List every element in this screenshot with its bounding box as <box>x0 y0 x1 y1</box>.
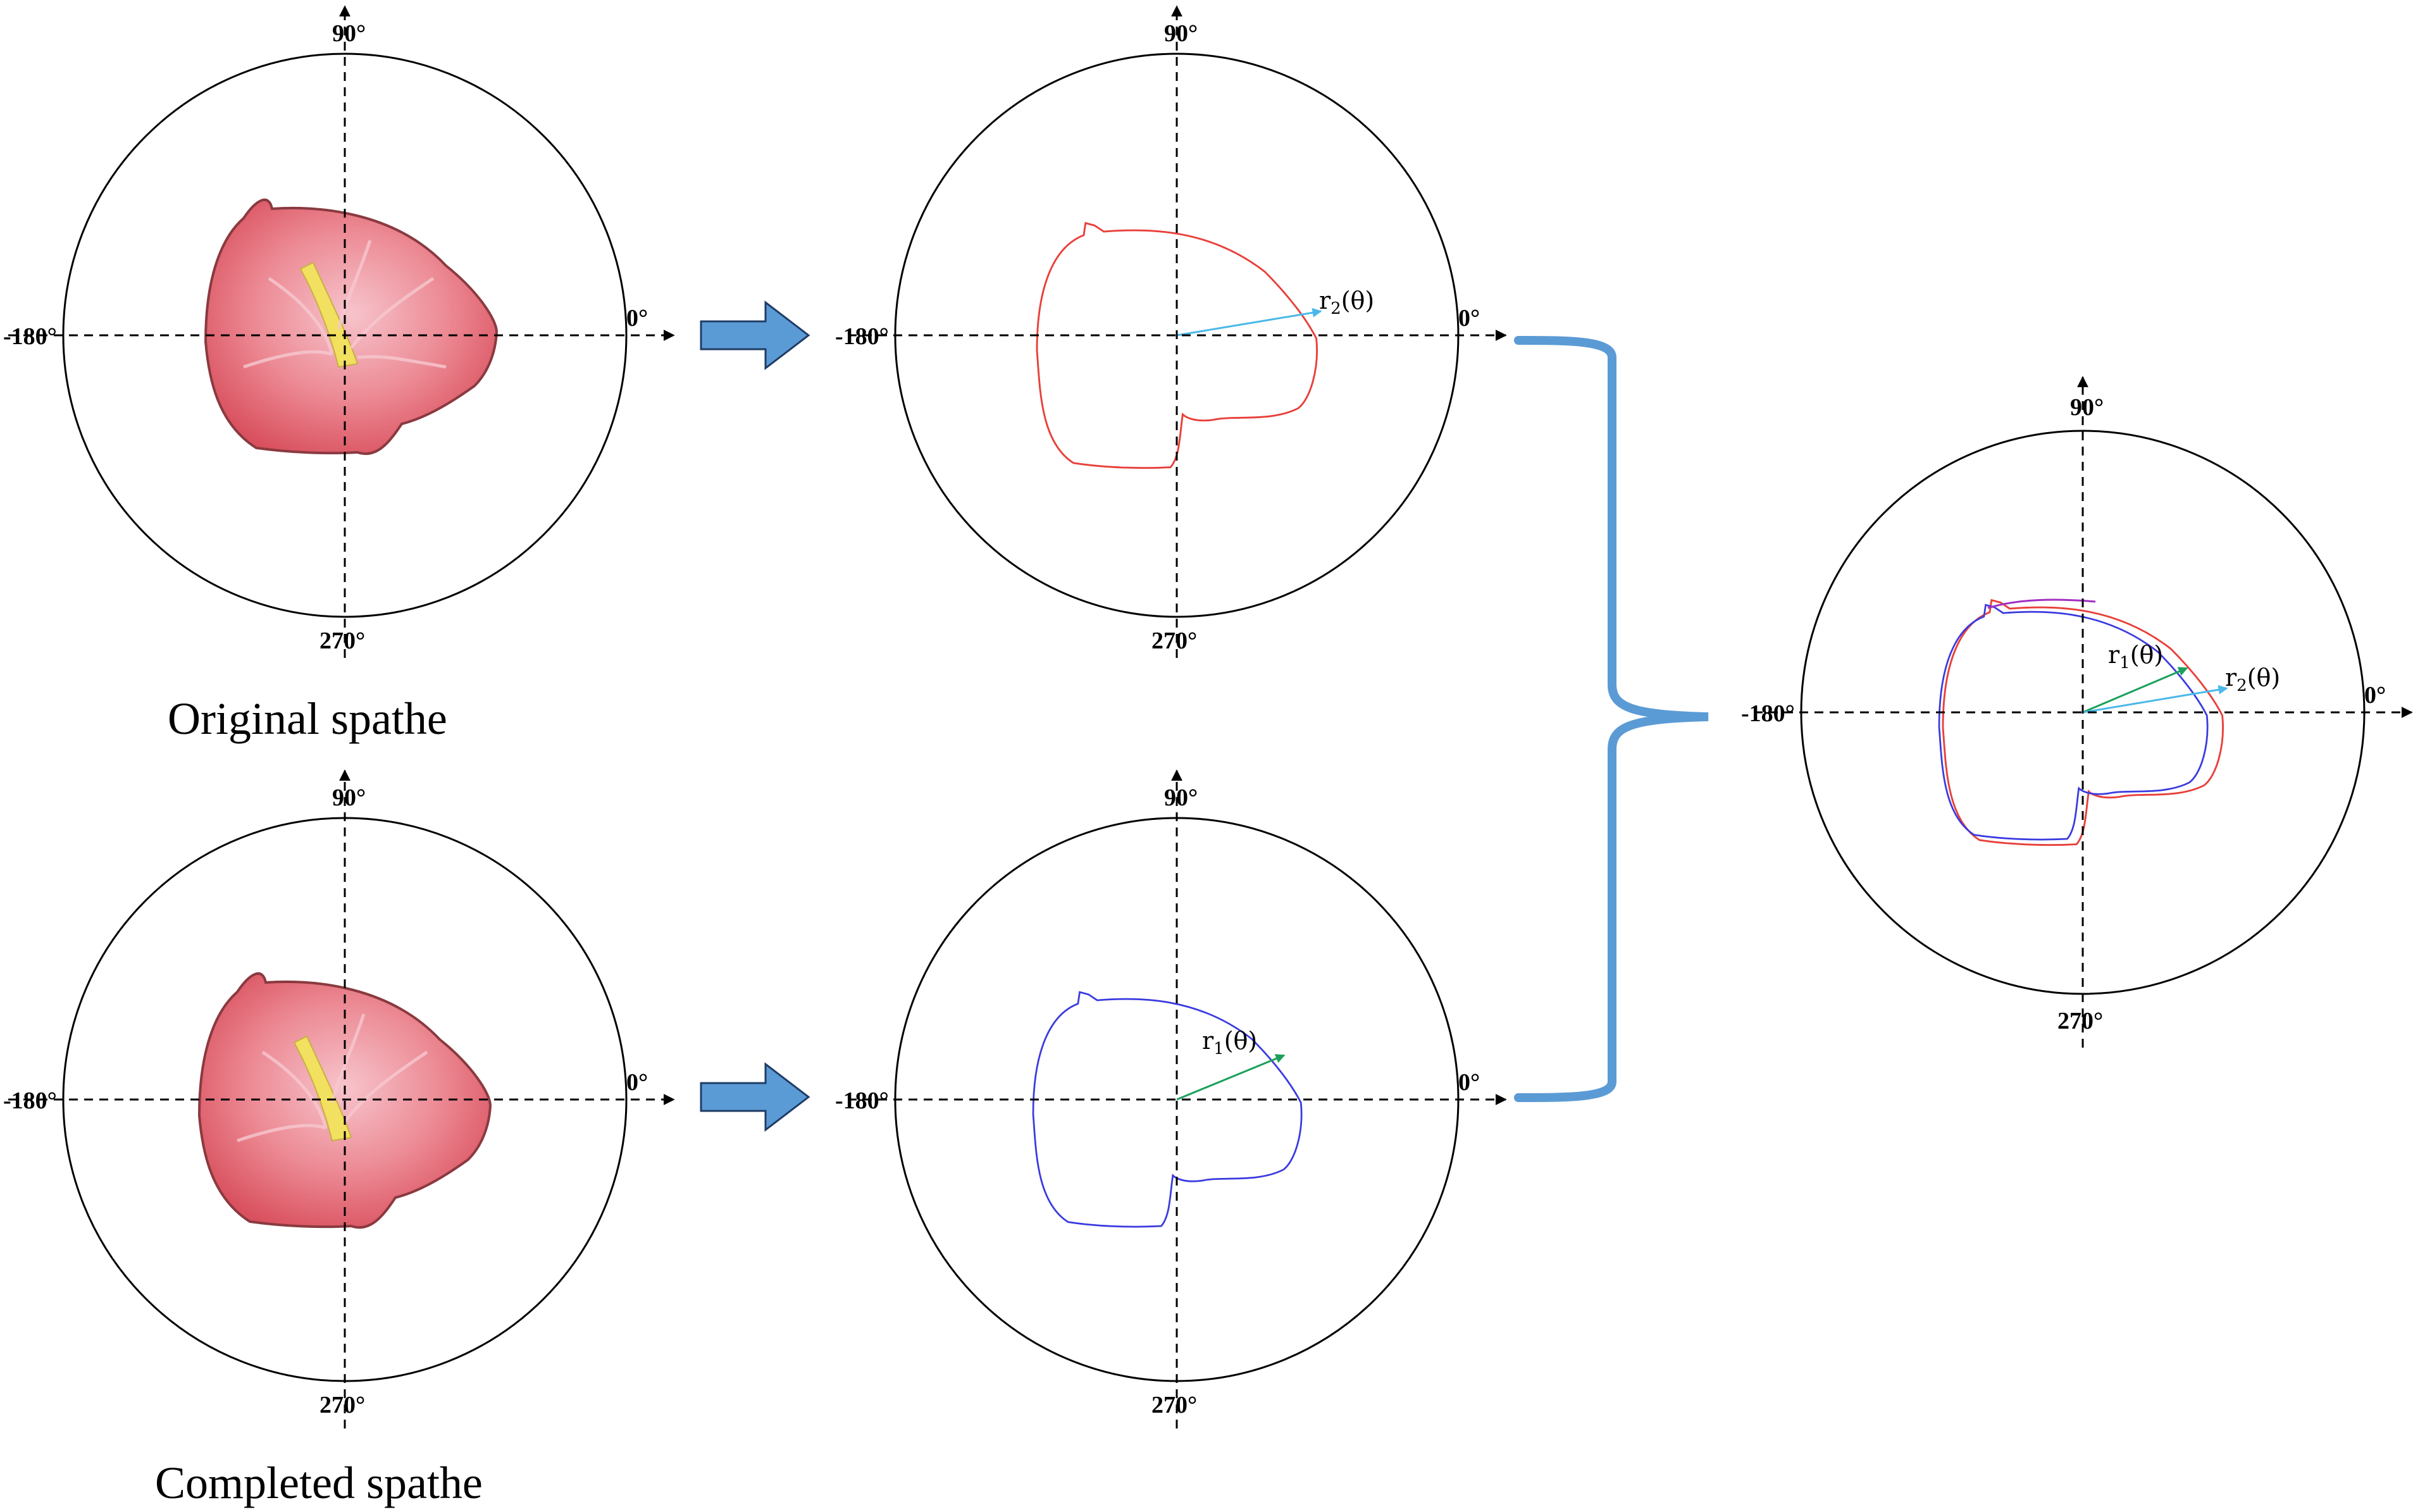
panel-overlay: r1(θ) r2(θ) 90° 0° -180° 270° <box>1741 376 2413 1048</box>
block-arrow-right-icon <box>700 300 810 371</box>
label-0: 0° <box>626 305 648 332</box>
panel-original-contour: r2(θ) 90° 0° -180° 270° <box>835 5 1507 658</box>
panel-completed-photo: 90° 0° -180° 270° <box>3 769 675 1428</box>
label-180: -180° <box>835 1088 889 1114</box>
r1-label: r1(θ) <box>2108 641 2163 672</box>
block-arrow-right-icon <box>700 1062 810 1132</box>
label-180: -180° <box>3 323 57 350</box>
r2-arrow <box>1176 307 1322 337</box>
label-90: 90° <box>1164 784 1198 811</box>
label-0: 0° <box>2364 682 2386 709</box>
label-180: -180° <box>835 323 889 350</box>
label-180: -180° <box>3 1088 57 1114</box>
label-270: 270° <box>1151 628 1197 654</box>
r2-arrow <box>2082 685 2228 714</box>
label-270: 270° <box>319 628 365 654</box>
panel-original-photo: 90° 0° -180° 270° <box>3 5 675 658</box>
polar-circle <box>62 53 628 618</box>
right-curly-brace-icon <box>1514 336 1709 1102</box>
r2-label: r2(θ) <box>2225 664 2280 695</box>
label-270: 270° <box>319 1392 365 1418</box>
r1-arrow <box>2082 667 2188 714</box>
panel-completed-contour: r1(θ) 90° 0° -180° 270° <box>835 769 1507 1428</box>
r1-label: r1(θ) <box>1202 1027 1257 1058</box>
caption-original: Original spathe <box>168 693 447 744</box>
r2-label: r2(θ) <box>1319 287 1374 318</box>
caption-completed: Completed spathe <box>155 1458 483 1508</box>
label-90: 90° <box>1164 20 1198 47</box>
spathe-image <box>204 198 498 455</box>
label-0: 0° <box>626 1069 648 1096</box>
r1-arrow <box>1176 1054 1286 1101</box>
label-0: 0° <box>1458 1069 1480 1096</box>
label-90: 90° <box>332 20 366 47</box>
label-270: 270° <box>2057 1008 2103 1034</box>
label-180: -180° <box>1741 700 1795 727</box>
completed-contour <box>1032 991 1303 1228</box>
label-270: 270° <box>1151 1392 1197 1418</box>
completed-contour <box>1938 604 2209 841</box>
label-0: 0° <box>1458 305 1480 332</box>
label-90: 90° <box>2070 394 2104 421</box>
label-90: 90° <box>332 784 366 811</box>
